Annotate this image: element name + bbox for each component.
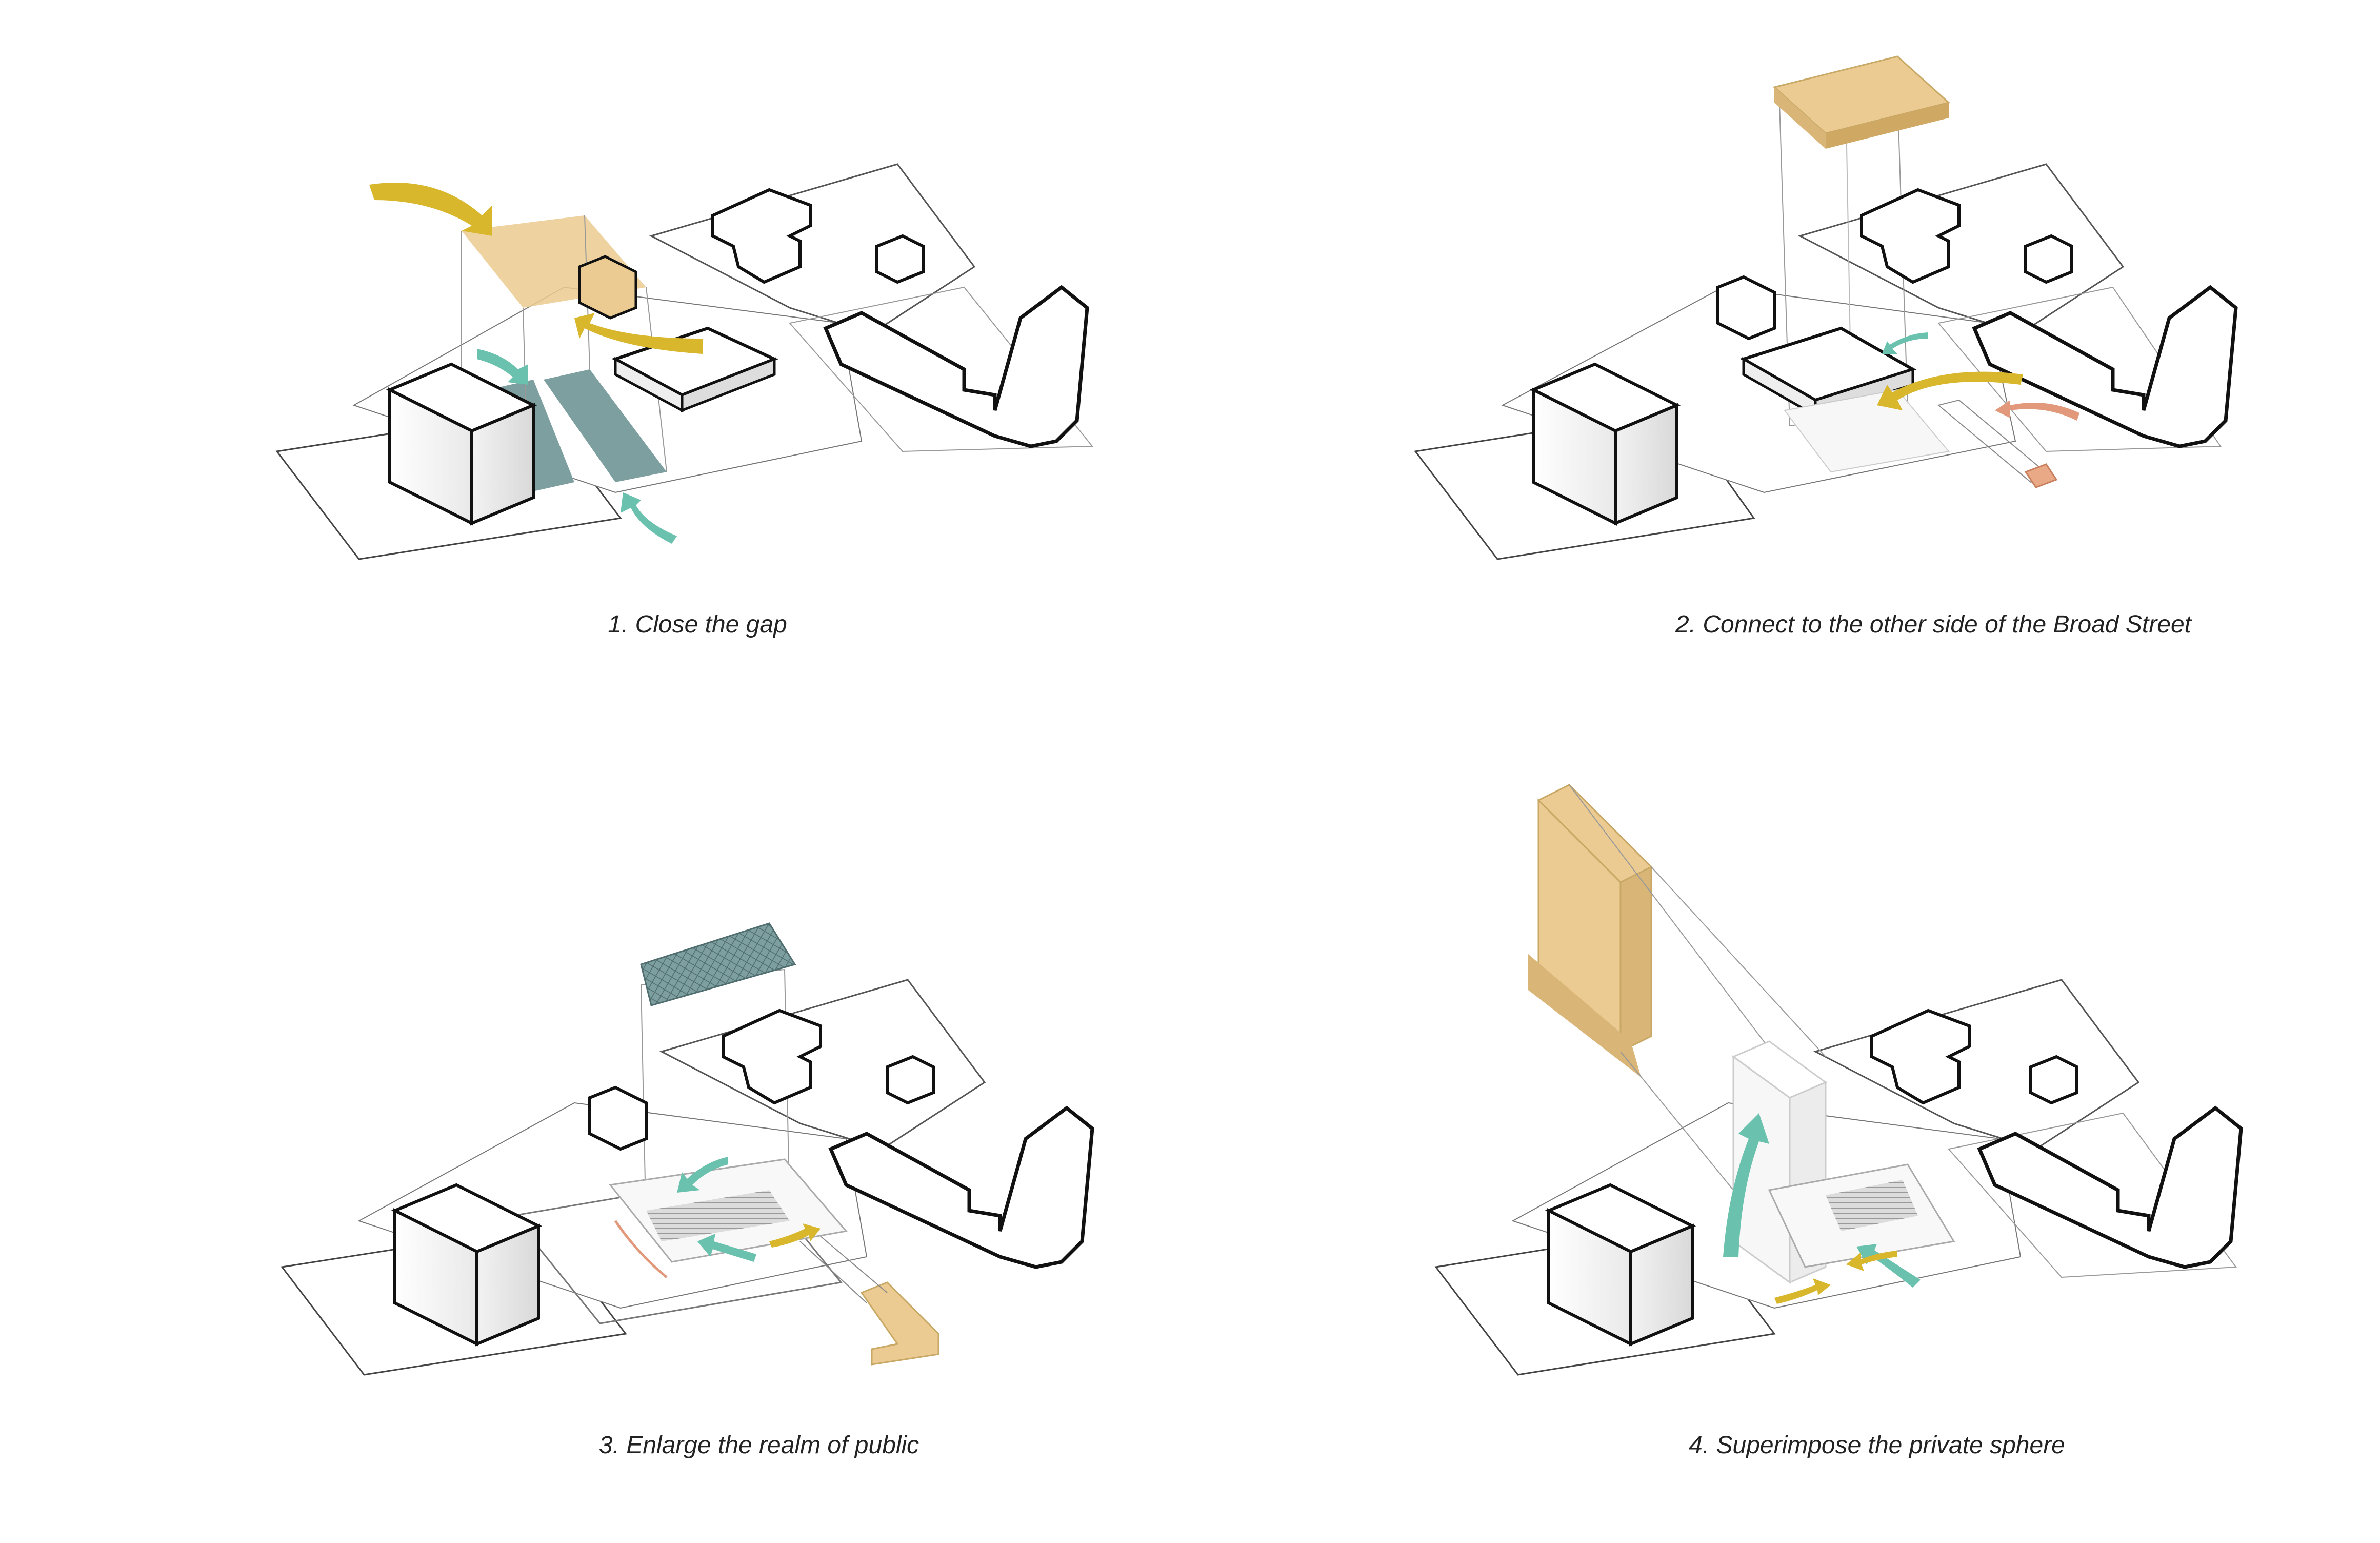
panel-4-superimpose-private [1434, 784, 2243, 1376]
public-plaza [1784, 389, 1950, 473]
flow-arrow-icon [477, 349, 528, 385]
flow-arrow-icon [369, 183, 492, 236]
house-cluster [2024, 234, 2073, 284]
terrace-building [828, 1105, 1094, 1269]
building-block-icon [1545, 1183, 1696, 1347]
caption-panel-2: 2. Connect to the other side of the Broa… [1675, 611, 2191, 638]
flow-arrow-icon [1846, 1251, 1897, 1271]
house-cluster [711, 188, 812, 284]
house-cluster [875, 234, 925, 284]
private-tower-sand [1528, 784, 1653, 1077]
small-house-block [588, 1085, 648, 1151]
house-cluster [2029, 1055, 2078, 1105]
flow-arrow-icon [1774, 1278, 1831, 1304]
flow-arrow-icon [1882, 332, 1928, 354]
small-house-block [1716, 275, 1776, 341]
house-cluster [1860, 188, 1961, 284]
stepped-seating [646, 1190, 790, 1241]
house-cluster [886, 1055, 935, 1105]
house-cluster [1870, 1008, 1971, 1105]
terrace-building [1972, 285, 2238, 448]
flow-arrow-icon [1995, 400, 2079, 421]
caption-panel-4: 4. Superimpose the private sphere [1689, 1432, 2065, 1459]
flow-arrow-icon [1856, 1244, 1921, 1288]
site-outline [649, 163, 976, 334]
site-outline [1813, 979, 2140, 1150]
site-outline [1797, 163, 2125, 334]
flow-arrow-icon [769, 1223, 821, 1248]
building-block-icon [386, 362, 537, 526]
caption-panel-3: 3. Enlarge the realm of public [598, 1432, 919, 1459]
site-outline [659, 979, 986, 1150]
sand-block [860, 1281, 939, 1366]
panel-3-enlarge-public-realm [281, 922, 1094, 1376]
hatched-roof [640, 922, 796, 1006]
building-block-icon [391, 1183, 543, 1347]
site-outline [1948, 1112, 2237, 1278]
coral-block [2024, 463, 2058, 488]
house-cluster [722, 1008, 822, 1105]
gap-plane-slate [544, 369, 667, 482]
caption-panel-1: 1. Close the gap [608, 611, 787, 638]
stepped-seating [1826, 1180, 1918, 1231]
flow-arrow-icon [1723, 1113, 1769, 1257]
terrace-building [1977, 1105, 2243, 1269]
panel-1-close-the-gap [275, 163, 1094, 560]
small-house-block [578, 255, 637, 320]
building-block-icon [1529, 362, 1681, 526]
flow-arrow-icon [697, 1234, 756, 1262]
flow-arrow-icon [614, 1220, 668, 1278]
site-outline [789, 286, 1094, 452]
flow-arrow-icon [621, 492, 677, 544]
terrace-building [823, 285, 1089, 448]
panel-2-connect-broad-street [1414, 55, 2238, 560]
flow-arrow-icon [574, 313, 703, 354]
flow-arrow-icon [1877, 371, 2023, 410]
flow-arrow-icon [677, 1157, 728, 1193]
